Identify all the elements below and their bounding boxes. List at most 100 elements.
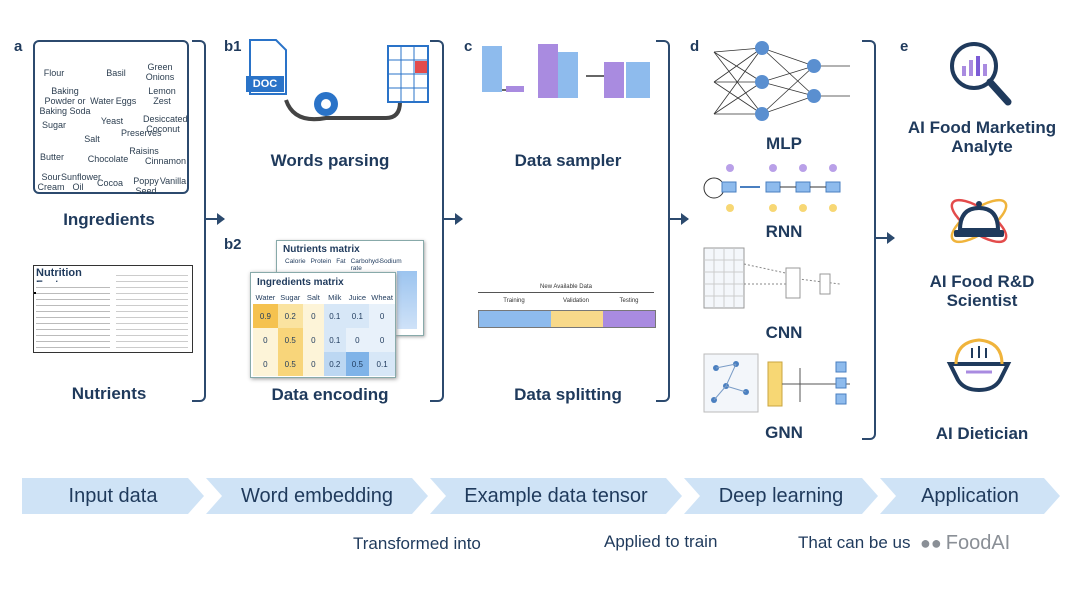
- watermark: ●● FoodAI: [920, 532, 1010, 555]
- ingredient-label: Butter: [39, 152, 64, 162]
- doc-label: DOC: [252, 78, 278, 90]
- wechat-icon: ●●: [920, 533, 942, 553]
- matrix-cell: 0.5: [277, 328, 303, 352]
- ing-col: Milk: [328, 292, 342, 302]
- data-encoding-caption: Data encoding: [271, 385, 389, 404]
- connector-transformed-into: Transformed into: [353, 534, 481, 553]
- nutrients-caption: Nutrients: [71, 384, 147, 403]
- ing-col: Salt: [306, 292, 320, 302]
- stage-deep-learning: Deep learning: [684, 478, 878, 514]
- connector-applied-to-train: Applied to train: [604, 532, 718, 551]
- stage-word-embedding: Word embedding: [206, 478, 428, 514]
- matrix-cell: 0: [369, 304, 395, 328]
- bracket-b: [430, 40, 444, 402]
- data-sampler-caption: Data sampler: [514, 151, 622, 170]
- ingredient-label: Baking Powder or Baking Soda: [39, 86, 91, 116]
- matrix-cell: 0.1: [369, 352, 395, 376]
- nutrient-col: Protein: [310, 258, 332, 265]
- panel-letter-e: e: [900, 38, 909, 55]
- nutrition-lines-right: [116, 270, 188, 348]
- nutrient-heat-column: [397, 271, 417, 329]
- nutrition-lines-left: [36, 282, 110, 348]
- stage-input-data: Input data: [22, 478, 204, 514]
- matrix-cell: 0: [345, 328, 370, 352]
- matrix-cell: 0.1: [324, 304, 346, 328]
- panel-letter-d: d: [690, 38, 700, 55]
- words-parsing-illustration: [246, 39, 429, 122]
- ingredient-label: Sunflower Oil: [61, 172, 102, 192]
- cnn-illustration: [703, 247, 841, 309]
- stage-label: Word embedding: [241, 485, 393, 507]
- model-gnn: GNN: [765, 423, 803, 442]
- stage-label: Application: [921, 485, 1019, 507]
- ingredients-matrix-title: Ingredients matrix: [257, 277, 344, 288]
- arrow-b: [442, 213, 463, 225]
- nutrient-col: Carbohyd-rate: [350, 258, 381, 272]
- ingredients-table: Water Sugar Salt Milk Juice Wheat 0.9 0.…: [253, 290, 395, 376]
- ing-col: Water: [255, 292, 276, 302]
- ingredient-label: Salt: [84, 134, 100, 144]
- split-label-testing: Testing: [619, 298, 639, 304]
- ingredient-label: Water: [90, 96, 114, 106]
- app-marketing: AI Food Marketing Analyte: [907, 118, 1057, 156]
- bracket-d: [862, 40, 876, 440]
- stage-application: Application: [880, 478, 1060, 514]
- watermark-text: FoodAI: [945, 532, 1011, 554]
- stage-label: Input data: [68, 485, 158, 507]
- ingredient-label: Cocoa: [96, 178, 123, 188]
- stage-label: Example data tensor: [464, 485, 648, 507]
- nutrient-col: Calorie: [285, 258, 306, 265]
- ing-col: Sugar: [280, 292, 301, 302]
- app-food-rd: AI Food R&D Scientist: [929, 272, 1035, 310]
- nutrients-matrix-title: Nutrients matrix: [283, 244, 360, 255]
- matrix-cell: 0.1: [324, 328, 346, 352]
- arrow-c: [668, 213, 689, 225]
- marketing-analytics-icon: [950, 42, 1012, 106]
- matrix-cell: 0.1: [345, 304, 370, 328]
- ingredient-label: Eggs: [115, 96, 137, 106]
- split-label-row: Training Validation: [478, 298, 602, 308]
- split-title: New Available Data: [540, 284, 592, 290]
- stage-label: Deep learning: [718, 485, 844, 507]
- ingredient-label: Flour: [43, 68, 65, 78]
- arrow-a: [204, 213, 225, 225]
- matrix-cell: 0.9: [253, 304, 278, 328]
- data-splitting-caption: Data splitting: [514, 385, 622, 404]
- split-label-validation: Validation: [563, 298, 589, 304]
- ingredient-label: Cinnamon: [145, 156, 187, 166]
- food-rd-icon: [950, 198, 1008, 244]
- panel-letter-c: c: [464, 38, 473, 55]
- split-testing: [603, 311, 655, 327]
- data-split-bar: [478, 310, 656, 328]
- ingredient-label: Preserves: [121, 128, 162, 138]
- ingredient-label: Desiccated Coconut: [143, 114, 188, 134]
- data-sampler-illustration: [482, 44, 650, 98]
- ingredient-label: Yeast: [100, 116, 124, 126]
- rnn-illustration: [703, 164, 841, 212]
- ingredient-label: Poppy Seed: [133, 176, 159, 196]
- arrow-d: [874, 232, 895, 244]
- ingredient-label: Chocolate: [87, 154, 129, 164]
- panel-letter-b1: b1: [224, 38, 242, 55]
- connector-that-can-be-used: That can be us: [798, 533, 911, 552]
- matrix-cell: 0: [302, 328, 324, 352]
- ingredient-label: Sugar: [41, 120, 67, 130]
- split-validation: [551, 311, 603, 327]
- nutrition-facts-label: Nutrition Facts: [33, 265, 193, 353]
- nutrient-col: Sodium: [379, 258, 402, 265]
- ingredient-label: Sour Cream: [37, 172, 65, 192]
- ingredient-label: Raisins: [129, 146, 159, 156]
- matrix-cell: 0.2: [324, 352, 346, 376]
- words-parsing-caption: Words parsing: [270, 151, 390, 170]
- ingredients-illustration: Flour Basil Green Onions Baking Powder o…: [33, 40, 189, 196]
- ingredient-label: Lemon Zest: [148, 86, 176, 106]
- ingredients-matrix: Ingredients matrix Water Sugar Salt Milk…: [250, 272, 396, 378]
- ingredient-label: Basil: [106, 68, 126, 78]
- panel-letter-b2: b2: [224, 236, 242, 253]
- ing-col: Juice: [348, 292, 367, 302]
- split-training: [479, 311, 551, 327]
- split-label-training: Training: [503, 298, 525, 304]
- ing-col: Wheat: [371, 292, 393, 302]
- model-mlp: MLP: [766, 134, 802, 153]
- matrix-cell: 0: [302, 352, 324, 376]
